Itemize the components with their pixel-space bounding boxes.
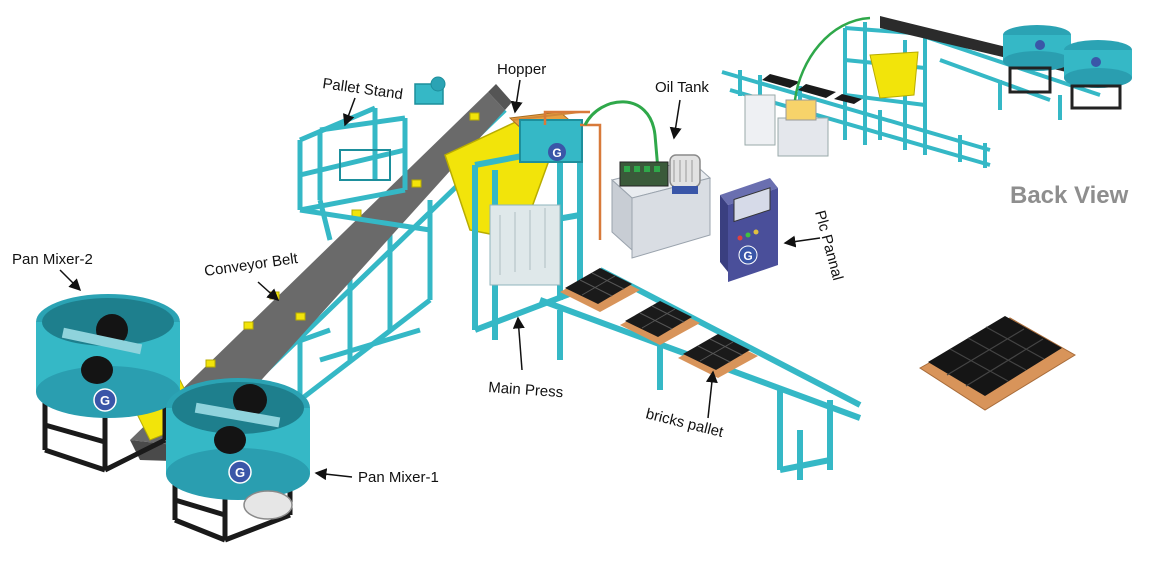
label-pan-mixer-2: Pan Mixer-2 [12, 251, 93, 268]
arrow-pan-mixer-2 [59, 269, 82, 292]
label-main-press: Main Press [488, 379, 564, 401]
label-oil-tank: Oil Tank [655, 79, 709, 96]
label-pan-mixer-1: Pan Mixer-1 [358, 469, 439, 486]
hydraulic-hose [583, 100, 660, 171]
pallet-stand [297, 105, 431, 241]
label-bricks-pallet: bricks pallet [644, 405, 726, 441]
logo-letter: G [743, 249, 752, 263]
back-view-illustration [721, 16, 1132, 168]
label-pallet-stand: Pallet Stand [321, 75, 403, 103]
arrow-conveyor-belt [257, 281, 280, 302]
arrow-pallet-stand [343, 97, 356, 127]
logo-letter: G [100, 393, 110, 408]
oil-tank [610, 154, 712, 259]
back-view-label: Back View [1010, 182, 1129, 209]
brick-pallet-detail [919, 316, 1076, 411]
label-hopper: Hopper [497, 61, 546, 78]
pan-mixer-2: G [36, 294, 180, 473]
plc-panel: G [720, 178, 778, 282]
label-conveyor-belt: Conveyor Belt [203, 250, 299, 280]
arrow-pan-mixer-1 [314, 468, 353, 481]
label-plc-pannal: Plc Pannal [811, 209, 846, 283]
arrow-bricks-pallet [705, 370, 718, 419]
logo-letter: G [235, 465, 245, 480]
main-press: G [472, 110, 602, 340]
brick-pallets [560, 268, 758, 378]
arrow-oil-tank [669, 99, 682, 140]
logo-letter: G [552, 146, 561, 160]
arrow-main-press [512, 316, 525, 371]
pan-mixer-1: G [166, 378, 310, 543]
arrow-hopper [510, 79, 523, 114]
arrow-plc-pannal [783, 235, 821, 248]
